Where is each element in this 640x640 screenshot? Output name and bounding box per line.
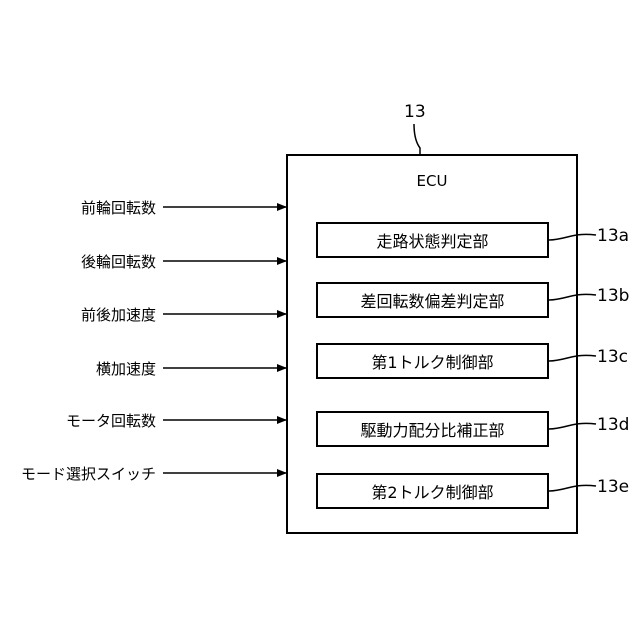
block-road-state-judgment: 走路状態判定部	[316, 222, 549, 258]
block-differential-speed-judgment: 差回転数偏差判定部	[316, 282, 549, 318]
input-label-lateral-accel: 横加速度	[96, 358, 156, 379]
input-label-front-wheel-speed: 前輪回転数	[81, 197, 156, 218]
input-label-mode-switch: モード選択スイッチ	[21, 463, 156, 484]
block-first-torque-control: 第1トルク制御部	[316, 343, 549, 379]
input-label-rear-wheel-speed: 後輪回転数	[81, 251, 156, 272]
ecu-reference-number: 13	[404, 102, 426, 122]
ref-13a: 13a	[597, 226, 629, 246]
block-second-torque-control: 第2トルク制御部	[316, 473, 549, 509]
ref-13e: 13e	[597, 477, 629, 497]
input-label-motor-speed: モータ回転数	[66, 410, 156, 431]
ecu-title: ECU	[286, 172, 578, 190]
block-drive-ratio-correction: 駆動力配分比補正部	[316, 411, 549, 447]
ref-13c: 13c	[597, 347, 628, 367]
ecu-ref-leader	[414, 124, 420, 154]
ref-13b: 13b	[597, 286, 629, 306]
input-label-longitudinal-accel: 前後加速度	[81, 304, 156, 325]
ref-13d: 13d	[597, 415, 629, 435]
